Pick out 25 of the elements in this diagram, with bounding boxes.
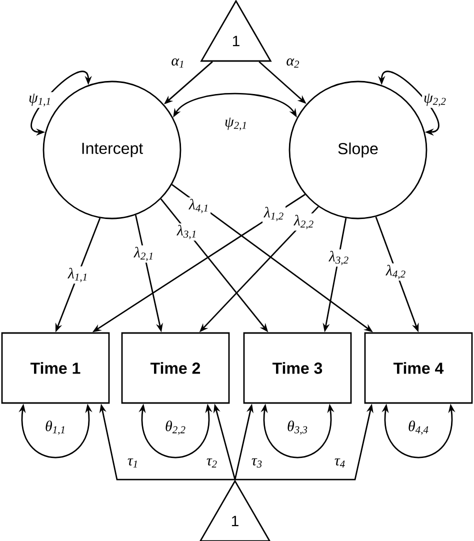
edge-label: τ$_{4}$ xyxy=(332,456,348,470)
edge-label: θ$_{2,2}$ xyxy=(164,419,188,436)
edge-label: λ$_{1,1}$ xyxy=(66,266,90,284)
observed-box: Time 1 xyxy=(1,332,110,404)
edge-label: α$_{1}$ xyxy=(170,56,186,70)
edge-label: λ$_{2,1}$ xyxy=(132,245,156,263)
edge-label: τ$_{3}$ xyxy=(250,456,264,470)
edge-label: θ$_{4,4}$ xyxy=(406,419,430,436)
edge-label: λ$_{3,2}$ xyxy=(327,249,351,267)
edge-label: λ$_{3,1}$ xyxy=(175,223,199,241)
edge-label: ψ$_{2,1}$ xyxy=(223,116,249,132)
edge-label: λ$_{4,1}$ xyxy=(187,197,211,215)
observed-box: Time 4 xyxy=(364,332,473,404)
edge-label: λ$_{2,2}$ xyxy=(292,213,316,231)
edge-label: τ$_{1}$ xyxy=(126,456,140,470)
edge-label: τ$_{2}$ xyxy=(204,456,220,470)
observed-box: Time 2 xyxy=(121,332,230,404)
edge-label: λ$_{1,2}$ xyxy=(262,205,286,223)
edge-label: α$_{2}$ xyxy=(284,56,302,70)
edge-label: λ$_{4,2}$ xyxy=(384,263,408,281)
edge-label: ψ$_{1,1}$ xyxy=(27,92,53,108)
edge-label: θ$_{3,3}$ xyxy=(286,419,310,436)
edge-label: ψ$_{2,2}$ xyxy=(422,92,448,108)
observed-box: Time 3 xyxy=(243,332,352,404)
edge-label: θ$_{1,1}$ xyxy=(44,419,68,436)
